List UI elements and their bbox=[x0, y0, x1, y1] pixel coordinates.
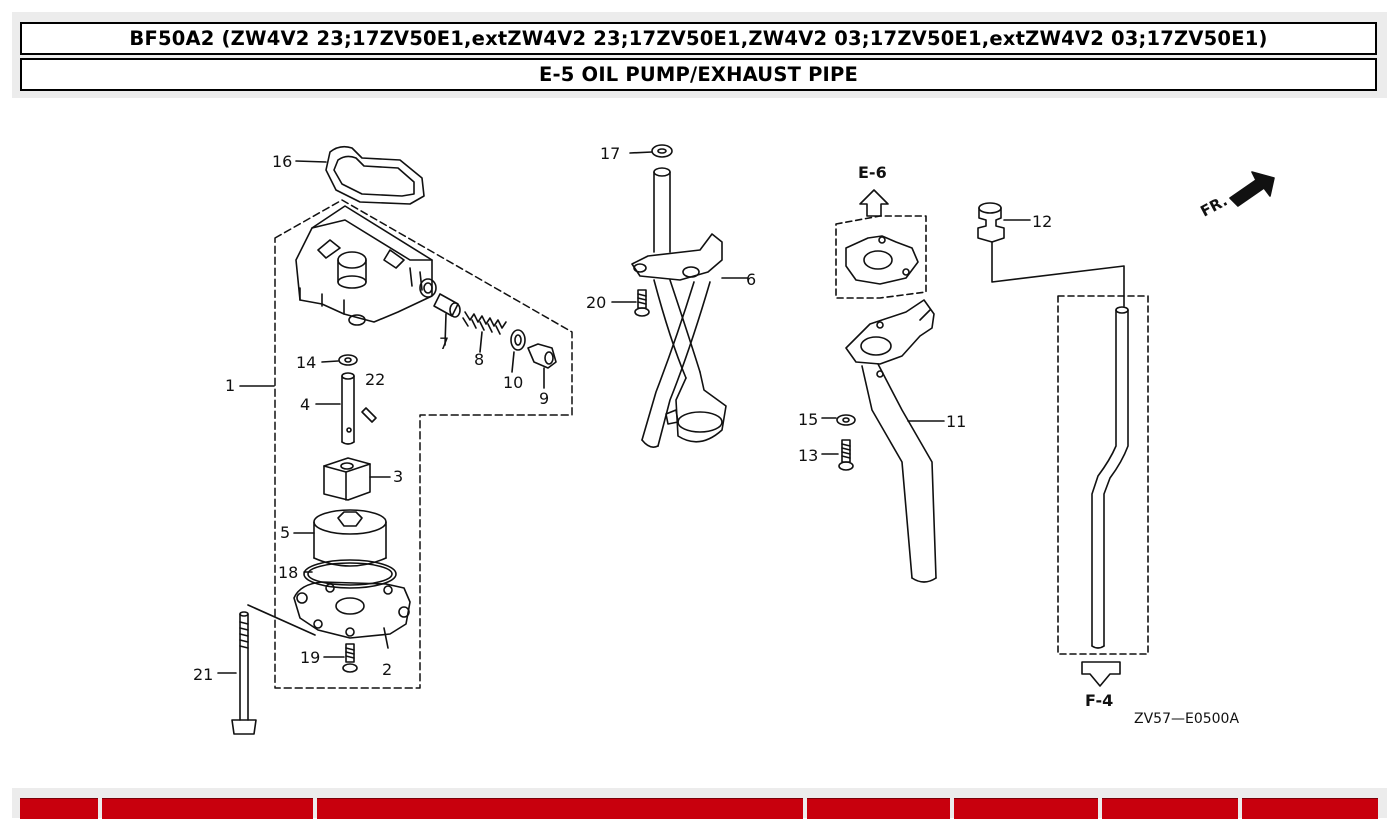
part-12-grommet bbox=[977, 202, 1125, 307]
part-10-washer bbox=[510, 329, 526, 373]
callout-7: 7 bbox=[439, 334, 449, 353]
callout-17: 17 bbox=[600, 144, 620, 163]
callout-3: 3 bbox=[393, 467, 403, 486]
callout-6: 6 bbox=[746, 270, 756, 289]
part-16-gasket bbox=[325, 145, 425, 205]
part-13-bolt bbox=[838, 439, 854, 471]
callout-12: 12 bbox=[1032, 212, 1052, 231]
callout-16: 16 bbox=[272, 152, 292, 171]
callout-22: 22 bbox=[365, 370, 385, 389]
callout-19: 19 bbox=[300, 648, 320, 667]
part-8-spring bbox=[462, 311, 507, 353]
table-col-2[interactable] bbox=[102, 798, 313, 819]
callout-20: 20 bbox=[586, 293, 606, 312]
part-15-washer bbox=[836, 414, 856, 426]
callout-8: 8 bbox=[474, 350, 484, 369]
pump-housing bbox=[295, 205, 437, 326]
callout-13: 13 bbox=[798, 446, 818, 465]
parts-table-header bbox=[12, 788, 1387, 819]
table-col-4[interactable] bbox=[807, 798, 950, 819]
callout-11: 11 bbox=[946, 412, 966, 431]
section-title: E-5 OIL PUMP/EXHAUST PIPE bbox=[20, 58, 1377, 91]
part-17-washer bbox=[651, 144, 673, 158]
table-col-7[interactable] bbox=[1242, 798, 1378, 819]
e6-gasket-group bbox=[835, 189, 927, 299]
callout-21: 21 bbox=[193, 665, 213, 684]
ref-e6-label: E-6 bbox=[858, 163, 887, 182]
model-title: BF50A2 (ZW4V2 23;17ZV50E1,extZW4V2 23;17… bbox=[20, 22, 1377, 55]
drawing-code: ZV57—E0500A bbox=[1134, 711, 1239, 727]
callout-4: 4 bbox=[300, 395, 310, 414]
part-3-rotor bbox=[323, 457, 371, 501]
table-col-3[interactable] bbox=[317, 798, 803, 819]
part-22-pin bbox=[361, 407, 377, 423]
front-label: FR. bbox=[1197, 192, 1230, 221]
f4-tube-group bbox=[1057, 295, 1149, 687]
callout-labels: 16 17 6 20 7 8 10 9 14 22 1 4 3 5 18 19 … bbox=[193, 144, 1052, 684]
callout-1: 1 bbox=[225, 376, 235, 395]
part-20-bolt bbox=[634, 289, 650, 317]
callout-14: 14 bbox=[296, 353, 316, 372]
callout-18: 18 bbox=[278, 563, 298, 582]
callout-5: 5 bbox=[280, 523, 290, 542]
part-2-cover bbox=[293, 581, 411, 649]
table-col-5[interactable] bbox=[954, 798, 1098, 819]
front-arrow-icon bbox=[1229, 171, 1275, 207]
callout-9: 9 bbox=[539, 389, 549, 408]
part-5-ring bbox=[313, 509, 387, 567]
header-band: BF50A2 (ZW4V2 23;17ZV50E1,extZW4V2 23;17… bbox=[12, 12, 1387, 98]
part-14-washer bbox=[338, 354, 358, 366]
part-21-bolt bbox=[231, 604, 316, 735]
parts-diagram: 16 17 6 20 7 8 10 9 14 22 1 4 3 5 18 19 … bbox=[193, 144, 1275, 735]
part-4-shaft bbox=[341, 372, 355, 445]
part-19-bolt bbox=[342, 643, 358, 673]
table-col-1[interactable] bbox=[20, 798, 98, 819]
part-7-sleeve bbox=[433, 293, 461, 346]
part-11-pipe bbox=[845, 299, 937, 583]
part-18-oring bbox=[303, 559, 397, 589]
callout-10: 10 bbox=[503, 373, 523, 392]
assembly-outline bbox=[274, 199, 573, 689]
callout-15: 15 bbox=[798, 410, 818, 429]
ref-f4-label: F-4 bbox=[1085, 691, 1113, 710]
table-col-6[interactable] bbox=[1102, 798, 1238, 819]
part-6-pipe bbox=[631, 167, 727, 448]
part-9-plug bbox=[527, 343, 557, 389]
callout-2: 2 bbox=[382, 660, 392, 679]
